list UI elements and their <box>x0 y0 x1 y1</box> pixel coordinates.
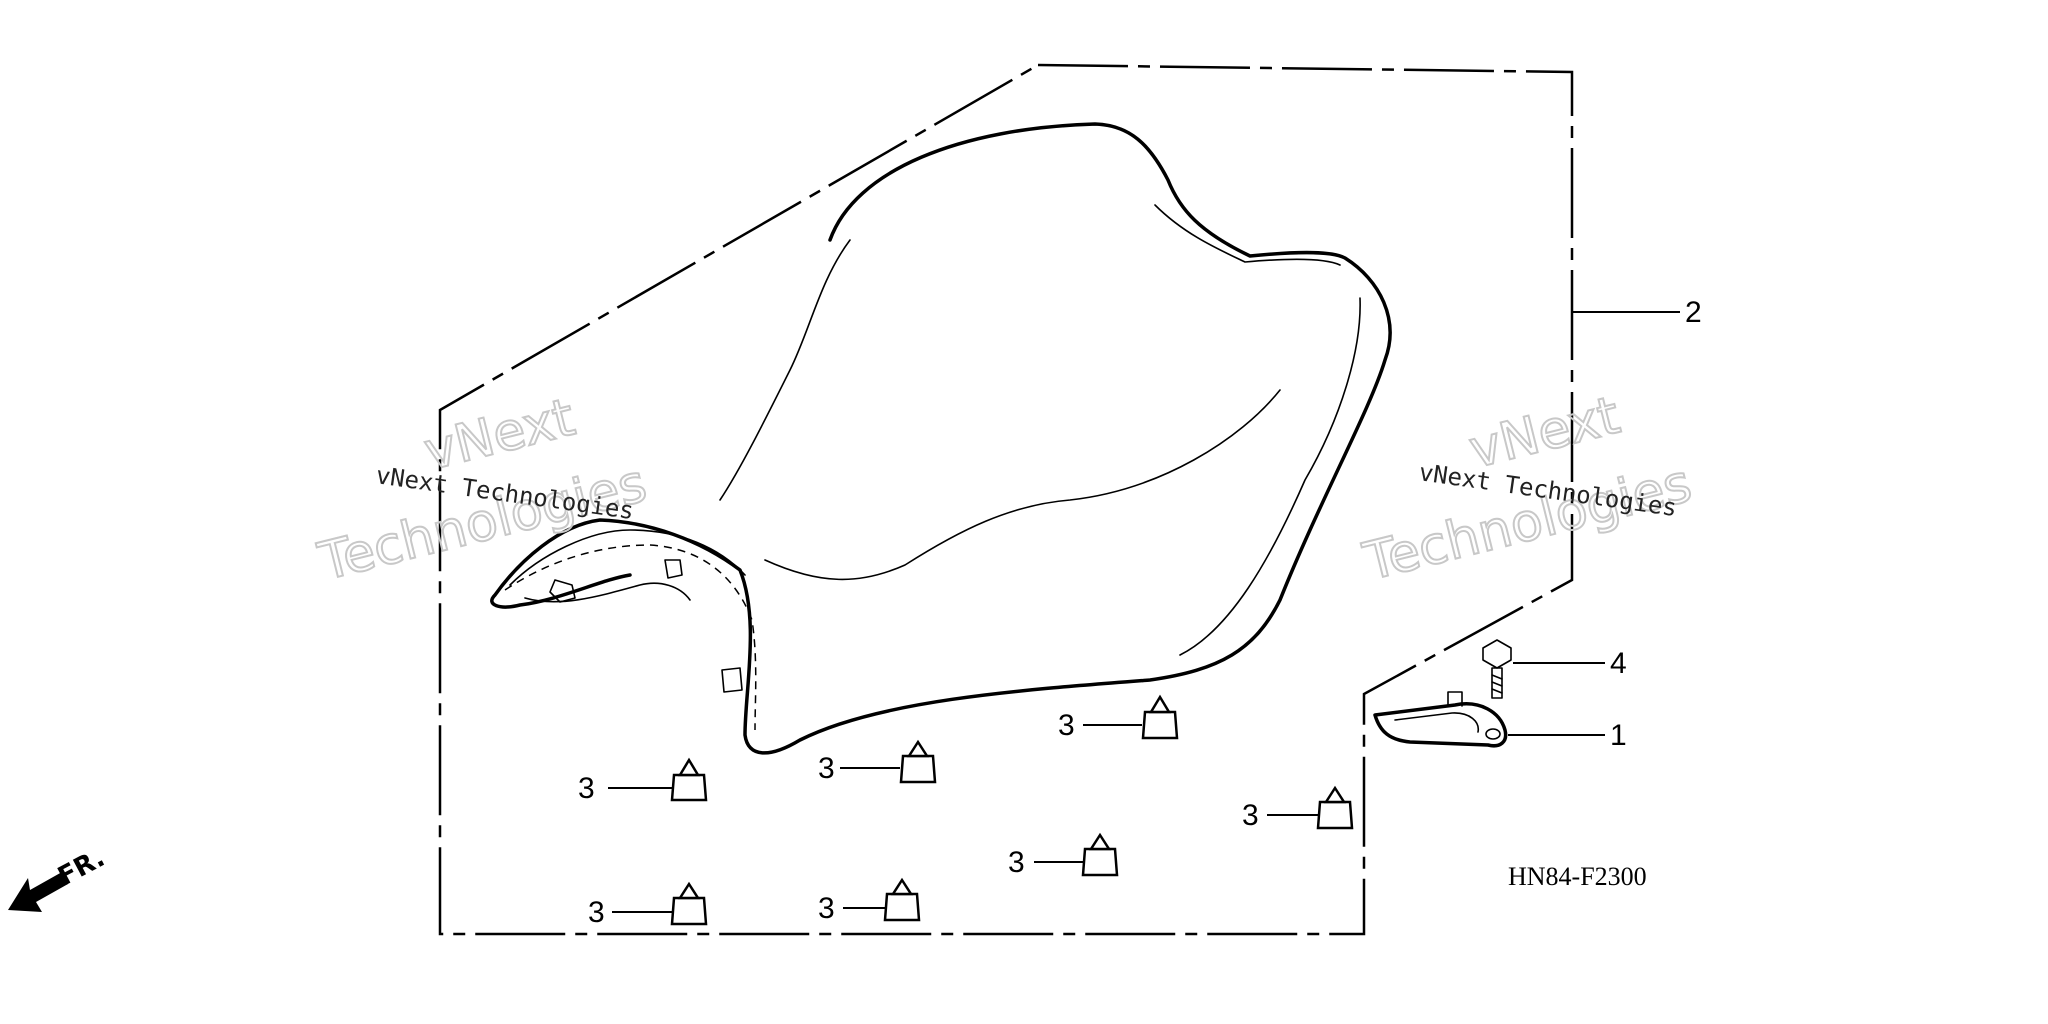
cushion-6-tip <box>677 881 701 900</box>
bolt <box>1482 639 1512 699</box>
watermark-right-big-1: vNext <box>1464 386 1626 481</box>
drawing-code: HN84-F2300 <box>1508 862 1647 891</box>
cushion-3-body <box>1141 710 1179 740</box>
seat-front-top <box>509 529 746 586</box>
seat-center-crease <box>764 389 1281 581</box>
stay-outline <box>1373 702 1508 748</box>
seat-underside <box>524 582 691 603</box>
label-cushion-3: 3 <box>1058 709 1075 742</box>
label-cushion-4: 3 <box>1242 799 1259 832</box>
watermark-left-big-1: vNext <box>419 388 581 483</box>
watermark-right: vNext Technologies vNext Technologies <box>1357 385 1699 594</box>
cushion-4-body <box>1316 800 1354 830</box>
label-stay: 1 <box>1610 719 1627 752</box>
seat-outline <box>490 122 1392 755</box>
cushion-1-body <box>670 773 708 802</box>
cushion-1: 3 <box>578 757 708 805</box>
seat-top-rim <box>1154 204 1341 266</box>
assembly-outline <box>438 63 1574 936</box>
front-direction-indicator: FR. <box>8 843 110 912</box>
seat-right-edge <box>1179 297 1361 656</box>
cushion-4: 3 <box>1242 785 1354 832</box>
bolt-head <box>1482 639 1512 669</box>
cushion-6: 3 <box>588 881 708 929</box>
cushion-5: 3 <box>1008 832 1119 879</box>
watermark-left-big-2: Technologies <box>313 454 653 593</box>
seat-left-ridge <box>719 239 851 501</box>
label-cushion-1: 3 <box>578 772 595 805</box>
cushion-7-body <box>883 892 921 922</box>
cushion-5-body <box>1081 847 1119 877</box>
cushion-3: 3 <box>1058 694 1179 742</box>
cushion-6-body <box>670 896 708 926</box>
cushion-1-tip <box>677 757 701 777</box>
cushion-7-tip <box>890 877 914 896</box>
label-cushion-5: 3 <box>1008 846 1025 879</box>
seat-hook-rear <box>721 667 743 693</box>
stay-hole <box>1485 728 1501 740</box>
label-seat: 2 <box>1685 296 1702 329</box>
label-bolt: 4 <box>1610 647 1627 680</box>
front-arrow-icon <box>8 872 68 912</box>
stay-tab <box>1447 691 1463 707</box>
label-cushion-6: 3 <box>588 896 605 929</box>
cushion-4-tip <box>1323 785 1347 804</box>
seat-stitch-line <box>504 544 757 731</box>
seat-hook-left <box>549 579 576 603</box>
cushion-3-tip <box>1148 694 1172 714</box>
seat-hook-mid <box>664 559 683 579</box>
label-cushion-2: 3 <box>818 752 835 785</box>
label-cushion-7: 3 <box>818 892 835 925</box>
cushion-2: 3 <box>818 739 937 785</box>
cushion-2-body <box>899 754 937 784</box>
cushion-2-tip <box>906 739 930 758</box>
stay <box>1373 691 1508 748</box>
watermark-left: vNext Technologies vNext Technologies <box>312 387 654 594</box>
stay-inner <box>1394 712 1479 733</box>
bolt-thread <box>1491 674 1503 694</box>
bolt-shank <box>1491 667 1503 699</box>
seat <box>490 122 1392 755</box>
cushion-7: 3 <box>818 877 921 925</box>
cushion-5-tip <box>1088 832 1112 851</box>
